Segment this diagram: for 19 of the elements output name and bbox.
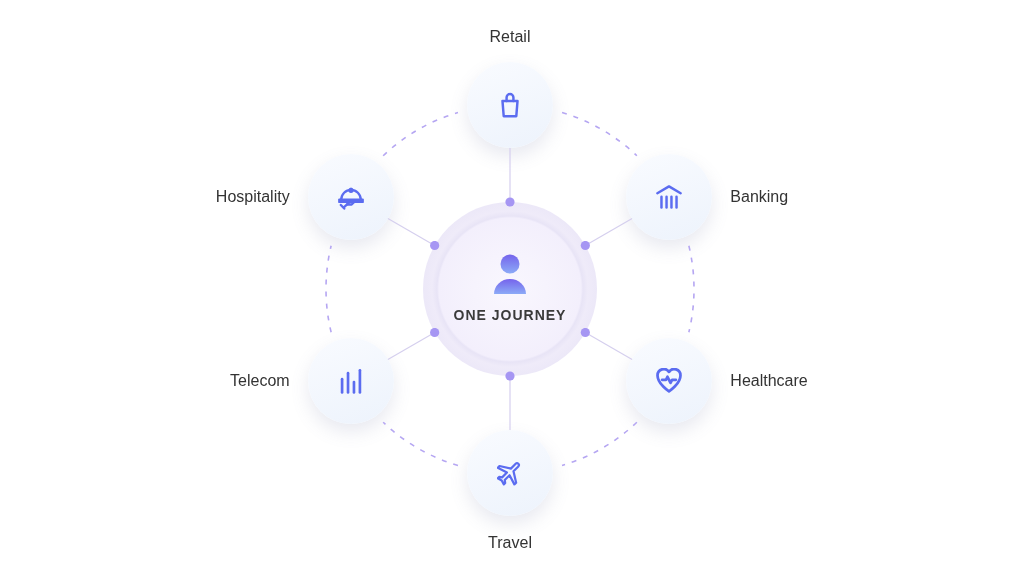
dashed-connector bbox=[325, 245, 332, 333]
dashed-connector bbox=[561, 111, 638, 157]
node-label: Banking bbox=[730, 187, 789, 207]
dashed-connector bbox=[688, 245, 695, 333]
connector-line bbox=[505, 147, 515, 207]
dashed-connector bbox=[382, 111, 459, 157]
connector-line bbox=[580, 217, 633, 251]
dashed-connector bbox=[561, 421, 638, 467]
node-label: Travel bbox=[488, 533, 532, 553]
hub-label: ONE JOURNEY bbox=[453, 306, 567, 324]
node-label: Telecom bbox=[230, 371, 290, 391]
node-label: Hospitality bbox=[215, 187, 290, 207]
connector-line bbox=[505, 371, 515, 431]
node-label: Healthcare bbox=[730, 371, 808, 391]
dashed-connector bbox=[382, 421, 459, 467]
connector-line bbox=[387, 327, 440, 361]
node-label: Retail bbox=[489, 27, 531, 47]
connector-line bbox=[387, 217, 440, 251]
connector-line bbox=[580, 327, 633, 361]
